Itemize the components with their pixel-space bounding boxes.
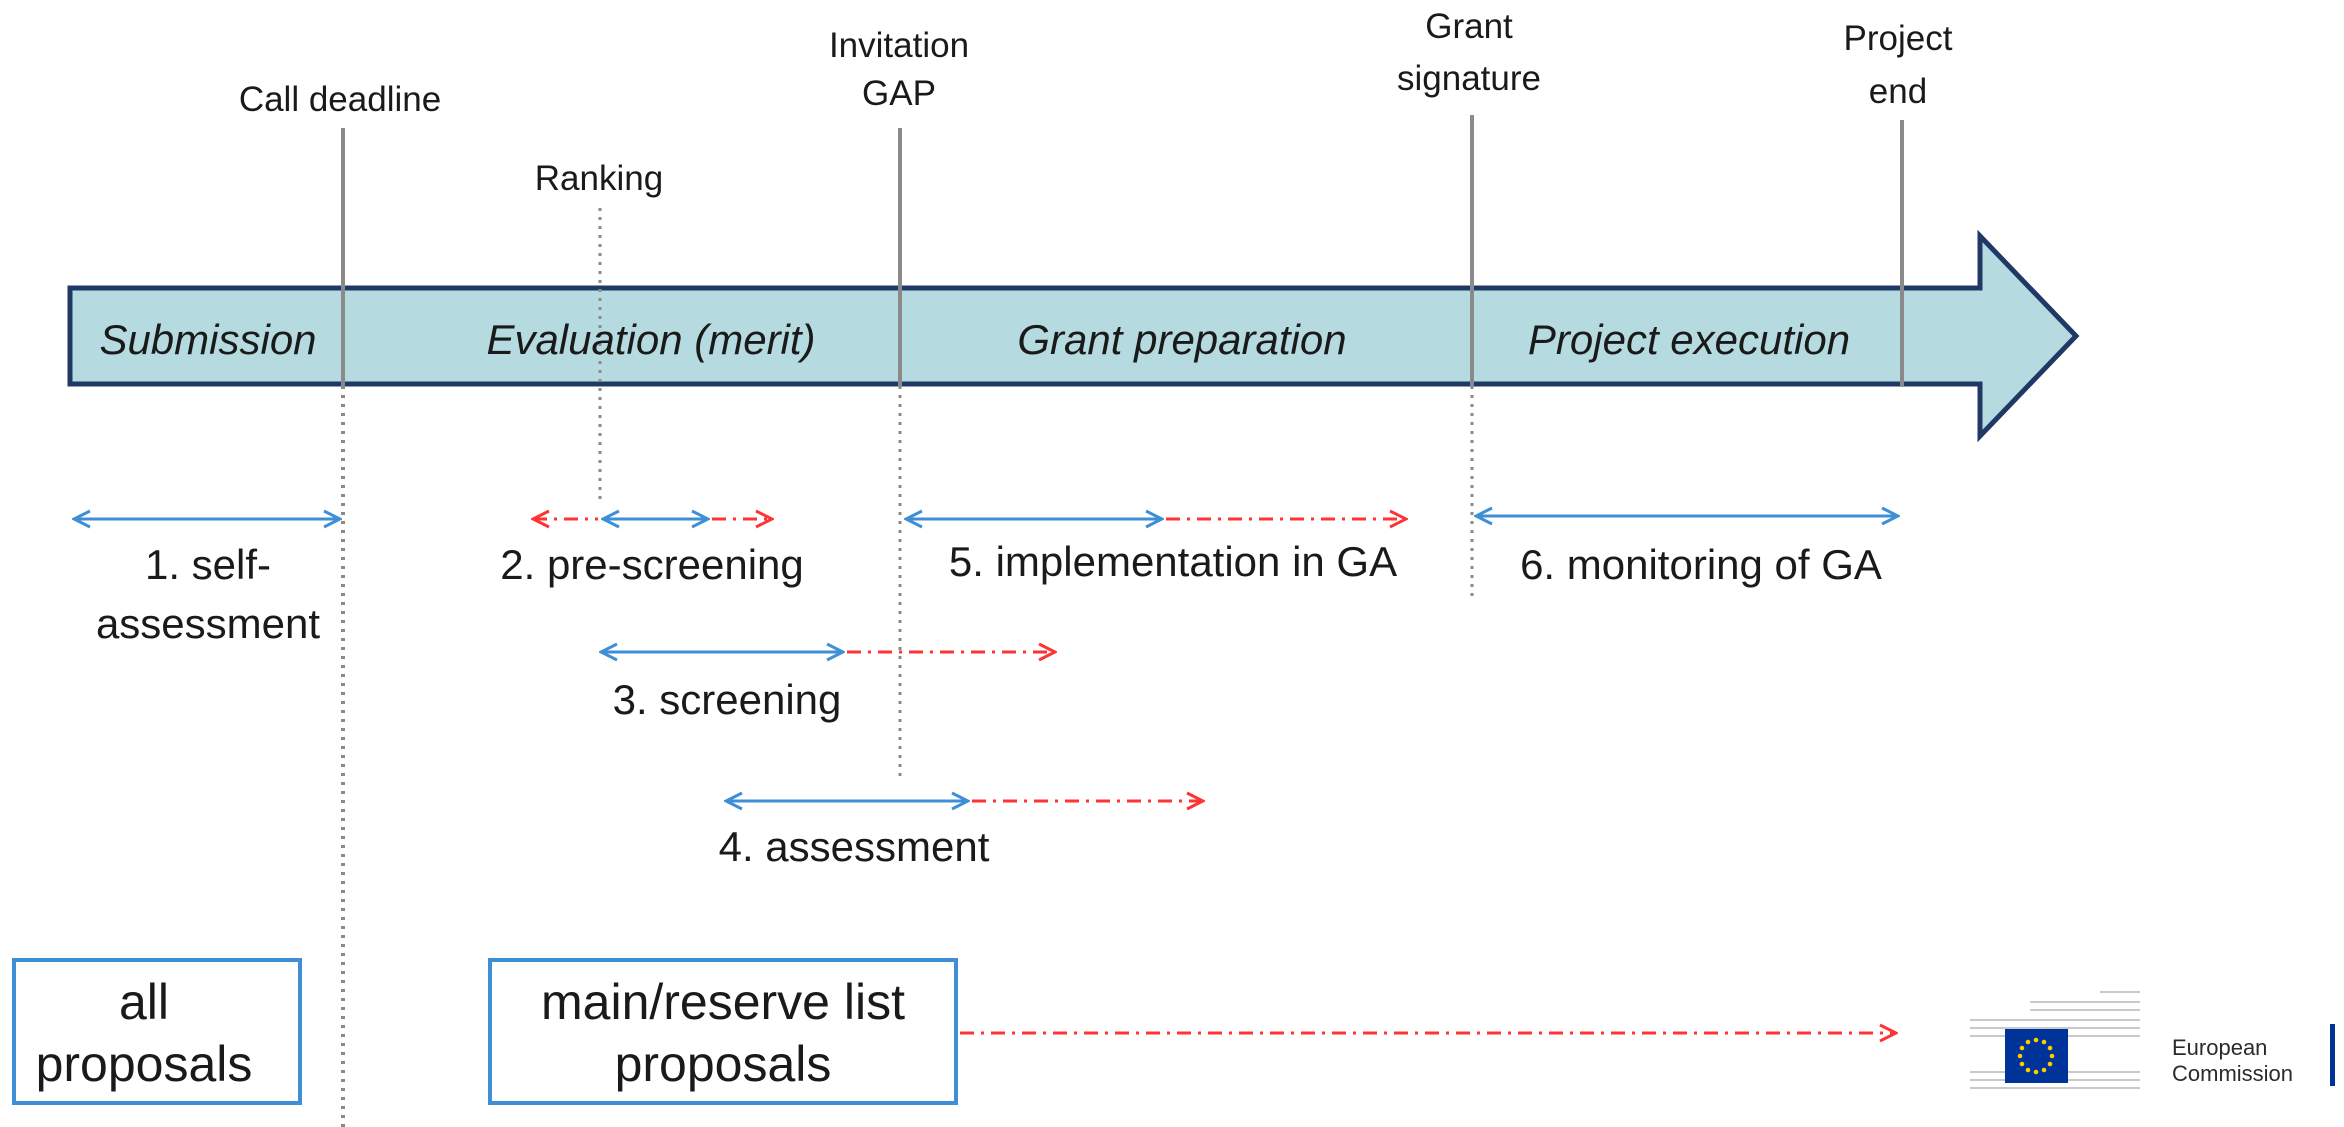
ranking-label: Ranking: [535, 159, 663, 198]
step-self-assessment-line1: 1. self-: [145, 541, 271, 588]
project-end-label-line2: end: [1869, 72, 1927, 111]
grant-signature-label-line1: Grant: [1425, 7, 1513, 46]
step-implementation: 5. implementation in GA: [949, 538, 1397, 585]
step-monitoring: 6. monitoring of GA: [1520, 541, 1882, 588]
step-screening: 3. screening: [613, 676, 842, 723]
step-self-assessment-line2: assessment: [96, 600, 320, 647]
main-reserve-line2: proposals: [615, 1036, 832, 1092]
step-assessment: 4. assessment: [719, 823, 990, 870]
phase-submission: Submission: [99, 316, 316, 363]
project-end-label-line1: Project: [1844, 19, 1953, 58]
main-reserve-list-box: [488, 958, 958, 1105]
step-pre-screening: 2. pre-screening: [500, 541, 804, 588]
phase-evaluation: Evaluation (merit): [486, 316, 815, 363]
eu-flag-icon: [2005, 1029, 2068, 1083]
grant-signature-label-line2: signature: [1397, 59, 1541, 98]
ec-logo-text-line1: European: [2172, 1035, 2267, 1060]
phase-project-execution: Project execution: [1528, 316, 1850, 363]
all-proposals-line2: proposals: [36, 1036, 253, 1092]
ec-logo-text-line2: Commission: [2172, 1061, 2293, 1086]
all-proposals-line1: all: [119, 974, 169, 1030]
all-proposals-box: [12, 958, 302, 1105]
call-deadline-label: Call deadline: [239, 80, 441, 119]
main-reserve-line1: main/reserve list: [541, 974, 905, 1030]
ec-logo-bar: [2330, 1024, 2335, 1086]
phase-grant-preparation: Grant preparation: [1017, 316, 1346, 363]
european-commission-logo: European Commission: [1970, 991, 2335, 1089]
invitation-gap-label-line2: GAP: [862, 74, 936, 113]
eu-stars-icon: [2017, 1037, 2055, 1075]
invitation-gap-label-line1: Invitation: [829, 26, 969, 65]
timeline-arrow: [67, 229, 2080, 443]
